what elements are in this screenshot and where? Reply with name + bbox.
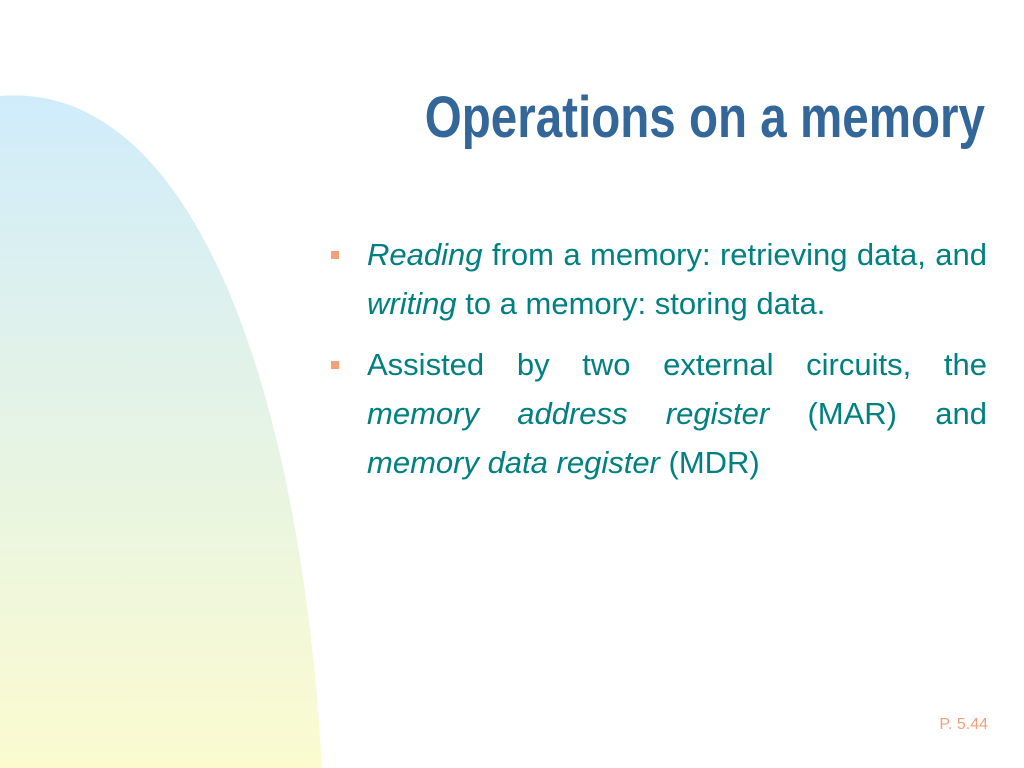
- term-memory-address-register: memory address register: [367, 396, 770, 431]
- bullet-text-segment: from a memory: retrieving data, and: [482, 237, 987, 272]
- square-bullet-icon: [331, 361, 339, 369]
- term-memory-data-register: memory data register: [367, 445, 660, 480]
- page-number: P. 5.44: [939, 716, 988, 733]
- bullet-text-segment: (MDR): [659, 445, 760, 480]
- bullet-text: Assisted by two external circuits, the m…: [367, 347, 987, 480]
- bullet-text-segment: (MAR) and: [769, 396, 987, 431]
- bullet-text-segment: to a memory: storing data.: [456, 286, 826, 321]
- bullet-list: Reading from a memory: retrieving data, …: [325, 230, 987, 499]
- bullet-text-segment: Assisted by two external circuits, the: [367, 347, 987, 382]
- bullet-item-reading-writing: Reading from a memory: retrieving data, …: [325, 230, 987, 328]
- bullet-text: Reading from a memory: retrieving data, …: [367, 237, 987, 321]
- slide-title: Operations on a memory: [424, 85, 986, 150]
- square-bullet-icon: [331, 251, 339, 259]
- term-writing: writing: [367, 286, 457, 321]
- bullet-item-mar-mdr: Assisted by two external circuits, the m…: [325, 340, 987, 487]
- term-reading: Reading: [367, 237, 483, 272]
